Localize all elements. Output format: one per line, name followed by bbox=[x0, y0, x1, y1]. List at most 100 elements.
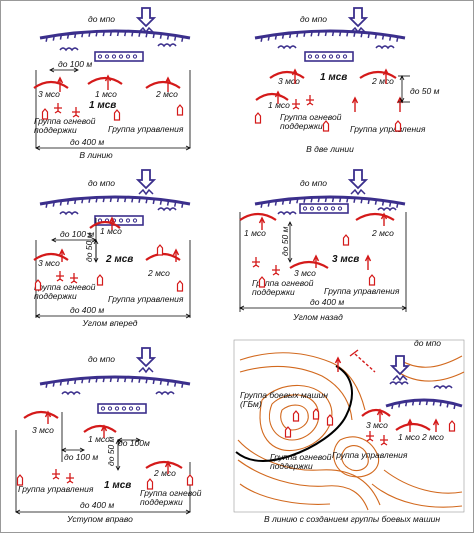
dimension-arrows bbox=[61, 447, 85, 453]
road-line bbox=[235, 365, 353, 462]
wire-obstacle-icon bbox=[375, 45, 395, 50]
dimension-arrows bbox=[49, 67, 79, 73]
wire-obstacle-icon bbox=[155, 391, 175, 396]
panel-caption: Углом вперед bbox=[82, 318, 138, 328]
enemy-line-tick bbox=[432, 400, 436, 406]
dimension-arrows bbox=[115, 439, 121, 471]
terrain-contour bbox=[239, 365, 353, 421]
arrow-icon bbox=[258, 216, 266, 224]
enemy-line-tick bbox=[116, 196, 120, 203]
enemy-line-tick bbox=[396, 202, 399, 208]
enemy-line-tick bbox=[88, 377, 91, 383]
enemy-line-tick bbox=[425, 399, 429, 406]
enemy-line-tick bbox=[260, 202, 263, 208]
dimension-arrows bbox=[15, 509, 191, 515]
enemy-line-tick bbox=[131, 197, 134, 203]
vehicle-icon bbox=[342, 234, 350, 246]
dimension-arrows bbox=[93, 239, 99, 263]
fire-support-group-label: поддержки bbox=[34, 291, 77, 301]
wire-obstacle-icon bbox=[157, 207, 177, 212]
squad-position-arc bbox=[359, 70, 397, 79]
wire-obstacle-icon bbox=[277, 45, 297, 50]
arrow-icon bbox=[274, 90, 282, 98]
enemy-line-tick bbox=[446, 402, 449, 408]
column-dot bbox=[104, 54, 110, 59]
vehicle-icon bbox=[41, 108, 49, 120]
arrow-icon bbox=[172, 248, 180, 256]
enemy-line-tick bbox=[123, 196, 127, 203]
dimension-label: до 400 м bbox=[310, 297, 344, 307]
enemy-line-tick bbox=[374, 33, 378, 39]
enemy-line-tick bbox=[418, 399, 422, 406]
vehicle-icon bbox=[368, 274, 376, 286]
enemy-line-tick bbox=[381, 200, 385, 206]
vehicle-icon bbox=[176, 104, 184, 116]
fire-support-group-label: Группа огневой bbox=[34, 116, 96, 126]
enemy-line-tick bbox=[281, 33, 285, 39]
squad-position-arc bbox=[145, 80, 181, 89]
enemy-line-tick bbox=[267, 35, 271, 41]
enemy-line-tick bbox=[109, 30, 113, 37]
enemy-line-tick bbox=[95, 377, 98, 383]
enemy-strongpoint-icon bbox=[389, 355, 411, 376]
column-dot bbox=[342, 54, 348, 59]
enemy-line-tick bbox=[52, 201, 56, 207]
enemy-strongpoint-icon bbox=[135, 169, 157, 190]
enemy-position-line bbox=[39, 29, 191, 40]
dimension-arrows bbox=[287, 221, 293, 263]
unit-label: 3 мсо bbox=[366, 420, 388, 430]
fire-support-group-label: Группа огневой bbox=[34, 282, 96, 292]
column-dot bbox=[316, 206, 322, 211]
control-group-label: Группа управления bbox=[350, 124, 426, 134]
fire-support-group-label: Группа огневой bbox=[270, 452, 332, 462]
enemy-line-tick bbox=[181, 202, 184, 208]
enemy-line-tick bbox=[73, 32, 77, 39]
column-dot bbox=[132, 218, 138, 223]
panel-caption: В линию с созданием группы боевых машин bbox=[264, 514, 440, 524]
squad-position-arc bbox=[255, 92, 289, 101]
enemy-label: до мпо bbox=[300, 178, 327, 188]
wire-obstacle-icon bbox=[59, 47, 79, 52]
vehicle-icon bbox=[176, 280, 184, 292]
unit-label: 2 мсо bbox=[371, 228, 394, 238]
enemy-label: до мпо bbox=[88, 178, 115, 188]
dimension-label: до 100м bbox=[118, 438, 150, 448]
enemy-line-tick bbox=[388, 201, 392, 207]
wire-obstacle-icon bbox=[377, 207, 397, 212]
weapon-crew-icon bbox=[70, 273, 78, 284]
enemy-line-tick bbox=[173, 201, 177, 207]
vehicle-icon bbox=[34, 279, 42, 291]
enemy-line-tick bbox=[296, 198, 299, 204]
enemy-line-tick bbox=[73, 378, 77, 385]
enemy-line-tick bbox=[439, 401, 443, 407]
vehicle-icon bbox=[326, 414, 334, 426]
vehicle-icon bbox=[322, 120, 330, 132]
arrow-icon bbox=[351, 96, 359, 104]
enemy-line-tick bbox=[324, 196, 328, 203]
arrow-icon bbox=[382, 68, 390, 76]
wire-obstacle-icon bbox=[157, 43, 177, 48]
enemy-line-tick bbox=[367, 32, 371, 39]
enemy-line-tick bbox=[411, 400, 415, 406]
enemy-line-tick bbox=[123, 30, 127, 37]
weapon-crew-icon bbox=[292, 99, 300, 110]
unit-label: 2 мсо bbox=[147, 268, 170, 278]
enemy-line-tick bbox=[317, 30, 321, 37]
enemy-line-tick bbox=[145, 32, 148, 38]
fire-support-group-label: поддержки bbox=[280, 121, 323, 131]
dimension-label: до 100 м bbox=[60, 229, 94, 239]
dimension-label: до 50 м bbox=[84, 232, 94, 262]
terrain-contour bbox=[259, 384, 333, 452]
vehicle-icon bbox=[284, 426, 292, 438]
squad-position-arc bbox=[239, 212, 277, 221]
panel-caption: Углом назад bbox=[292, 312, 343, 322]
column-dot bbox=[335, 54, 341, 59]
column-dot bbox=[111, 54, 117, 59]
unit-label: 2 мсо bbox=[371, 76, 394, 86]
enemy-line-tick bbox=[310, 31, 313, 37]
